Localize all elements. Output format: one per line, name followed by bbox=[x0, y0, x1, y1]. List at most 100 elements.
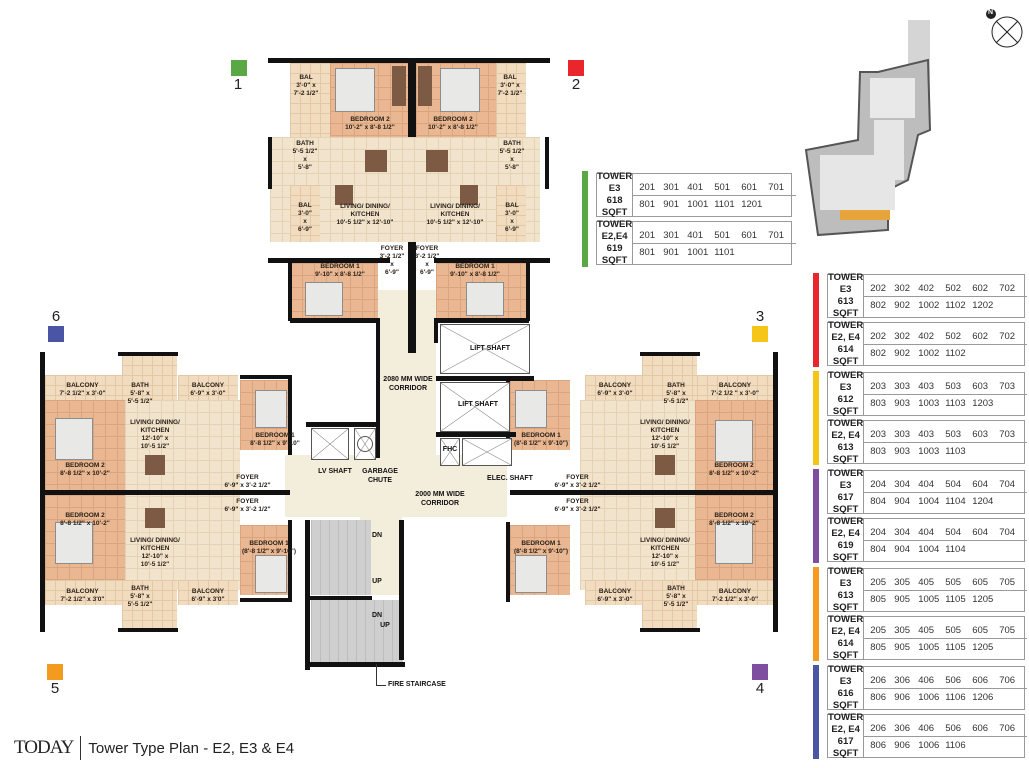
unit2-bal-mid-label: BAL 3'-0" x 6'-9" bbox=[504, 202, 520, 233]
unit2-bath-label: BATH 5'-5 1/2" x 5'-8" bbox=[499, 140, 525, 171]
unit6-bedroom1-label: BEDROOM 1 8'-8 1/2" x 9'-10" bbox=[250, 432, 300, 447]
marker-swatch bbox=[48, 326, 64, 342]
bed bbox=[715, 522, 753, 564]
bed bbox=[55, 522, 93, 564]
unit4-balcony2-label: BALCONY 6'-9" x 3'-0" bbox=[597, 588, 633, 603]
unit1-bal-top-label: BAL 3'-0" x 7'-2 1/2" bbox=[293, 74, 319, 97]
group-color-bar bbox=[582, 171, 588, 267]
unit6-balcony1-label: BALCONY 7'-2 1/2" x 3'-0" bbox=[59, 382, 106, 397]
divider bbox=[80, 736, 82, 760]
north-icon: N bbox=[988, 9, 994, 16]
unit1-bedroom2-label: BEDROOM 2 10'-2" x 8'-8 1/2" bbox=[345, 116, 395, 131]
lift-shaft-1-label: LIFT SHAFT bbox=[469, 345, 511, 352]
unit5-bedroom2-label: BEDROOM 2 8'-8 1/2" x 10'-2" bbox=[60, 512, 110, 527]
bed bbox=[255, 555, 287, 593]
bed bbox=[515, 390, 547, 428]
marker-number: 1 bbox=[233, 76, 243, 93]
group-color-bar bbox=[813, 567, 819, 661]
footer: TODAY Tower Type Plan - E2, E3 & E4 bbox=[14, 736, 294, 760]
unit3-bath-label: BATH 5'-8" x 5'-5 1/2" bbox=[663, 382, 689, 405]
unit1-living-label: LIVING/ DINING/ KITCHEN 10'-5 1/2" x 12'… bbox=[336, 203, 394, 226]
unit6-foyer-label: FOYER 6'-9" x 3'-2 1/2" bbox=[224, 474, 271, 489]
marker-number: 5 bbox=[50, 680, 60, 697]
unit4-bath-label: BATH 5'-8" x 5'-5 1/2" bbox=[663, 585, 689, 608]
unit4-bedroom1-label: BEDROOM 1 (8'-8 1/2" x 9'-10") bbox=[513, 540, 569, 555]
marker-swatch bbox=[231, 60, 247, 76]
unit2-foyer-label: FOYER 3'-2 1/2" x 6'-9" bbox=[414, 245, 440, 276]
marker-number: 6 bbox=[51, 308, 61, 325]
unit5-bedroom1-label: BEDROOM 1 (8'-8 1/2" x 9'-10") bbox=[241, 540, 297, 555]
bed bbox=[335, 68, 375, 112]
staircase-upper bbox=[311, 520, 371, 595]
garbage-chute-label: GARBAGE CHUTE bbox=[362, 468, 398, 484]
marker-swatch bbox=[568, 60, 584, 76]
marker-swatch bbox=[47, 664, 63, 680]
unit2-bedroom2-label: BEDROOM 2 10'-2" x 8'-8 1/2" bbox=[428, 116, 478, 131]
stair-up-label: UP bbox=[380, 622, 390, 629]
unit5-bath-label: BATH 5'-8" x 5'-5 1/2" bbox=[127, 585, 153, 608]
marker-swatch bbox=[752, 664, 768, 680]
corridor-upper-label: 2080 MM WIDE CORRIDOR bbox=[383, 376, 433, 392]
bed bbox=[305, 282, 343, 316]
brand-logo: TODAY bbox=[14, 737, 74, 758]
lv-shaft-label: LV SHAFT bbox=[318, 468, 352, 475]
bed bbox=[715, 420, 753, 462]
unit6-balcony2-label: BALCONY 6'-9" x 3'-0" bbox=[190, 382, 226, 397]
unit1-bedroom1-label: BEDROOM 1 9'-10" x 8'-8 1/2" bbox=[315, 263, 365, 278]
unit4-balcony1-label: BALCONY 7'-2 1/2" x 3'-0" bbox=[711, 588, 759, 603]
central-corridor bbox=[378, 290, 436, 470]
stair-up-label: UP bbox=[372, 578, 382, 585]
fire-staircase bbox=[311, 600, 403, 662]
unit6-bedroom2-label: BEDROOM 2 8'-8 1/2" x 10'-2" bbox=[60, 462, 110, 477]
lift-shaft-2-label: LIFT SHAFT bbox=[457, 401, 499, 408]
marker-swatch bbox=[752, 326, 768, 342]
unit1-foyer-label: FOYER 3'-2 1/2" x 6'-9" bbox=[379, 245, 405, 276]
fhc-label: FHC bbox=[442, 446, 458, 453]
marker-number: 4 bbox=[755, 680, 765, 697]
unit5-balcony1-label: BALCONY 7'-2 1/2" x 3'0" bbox=[60, 588, 105, 603]
page-title: Tower Type Plan - E2, E3 & E4 bbox=[88, 739, 295, 757]
unit2-living-label: LIVING/ DINING/ KITCHEN 10'-5 1/2" x 12'… bbox=[426, 203, 484, 226]
bed bbox=[255, 390, 287, 428]
group-color-bar bbox=[813, 665, 819, 759]
fhc-box bbox=[440, 438, 460, 466]
bed bbox=[55, 418, 93, 460]
lift-shaft-1 bbox=[440, 324, 530, 374]
unit5-foyer-label: FOYER 6'-9" x 3'-2 1/2" bbox=[224, 498, 271, 513]
bed bbox=[515, 555, 547, 593]
group-color-bar bbox=[813, 273, 819, 367]
garbage-chute-icon bbox=[357, 436, 373, 452]
unit3-bedroom2-label: BEDROOM 2 8'-8 1/2" x 10'-2" bbox=[709, 462, 759, 477]
unit2-bal-top-label: BAL 3'-0" x 7'-2 1/2" bbox=[497, 74, 523, 97]
marker-number: 2 bbox=[571, 76, 581, 93]
corridor-lower-label: 2000 MM WIDE CORRIDOR bbox=[415, 491, 465, 507]
elec-shaft bbox=[462, 438, 512, 466]
marker-number: 3 bbox=[755, 308, 765, 325]
unit4-living-label: LIVING/ DINING/ KITCHEN 12'-10" x 10'-5 … bbox=[640, 537, 690, 568]
unit3-living-label: LIVING/ DINING/ KITCHEN 12'-10" x 10'-5 … bbox=[640, 419, 690, 450]
unit6-bath-label: BATH 5'-8" x 5'-5 1/2" bbox=[127, 382, 153, 405]
group-color-bar bbox=[813, 469, 819, 563]
unit5-living-label: LIVING/ DINING/ KITCHEN 12'-10" x 10'-5 … bbox=[130, 537, 180, 568]
unit5-balcony2-label: BALCONY 6'-9" x 3'0" bbox=[191, 588, 225, 603]
lift-shaft-2 bbox=[440, 382, 510, 432]
bed bbox=[466, 282, 504, 316]
unit3-bedroom1-label: BEDROOM 1 (8'-8 1/2" x 9'-10") bbox=[513, 432, 569, 447]
bed bbox=[440, 68, 480, 112]
stair-dn-label: DN bbox=[371, 532, 383, 539]
compass: N bbox=[985, 8, 1025, 48]
